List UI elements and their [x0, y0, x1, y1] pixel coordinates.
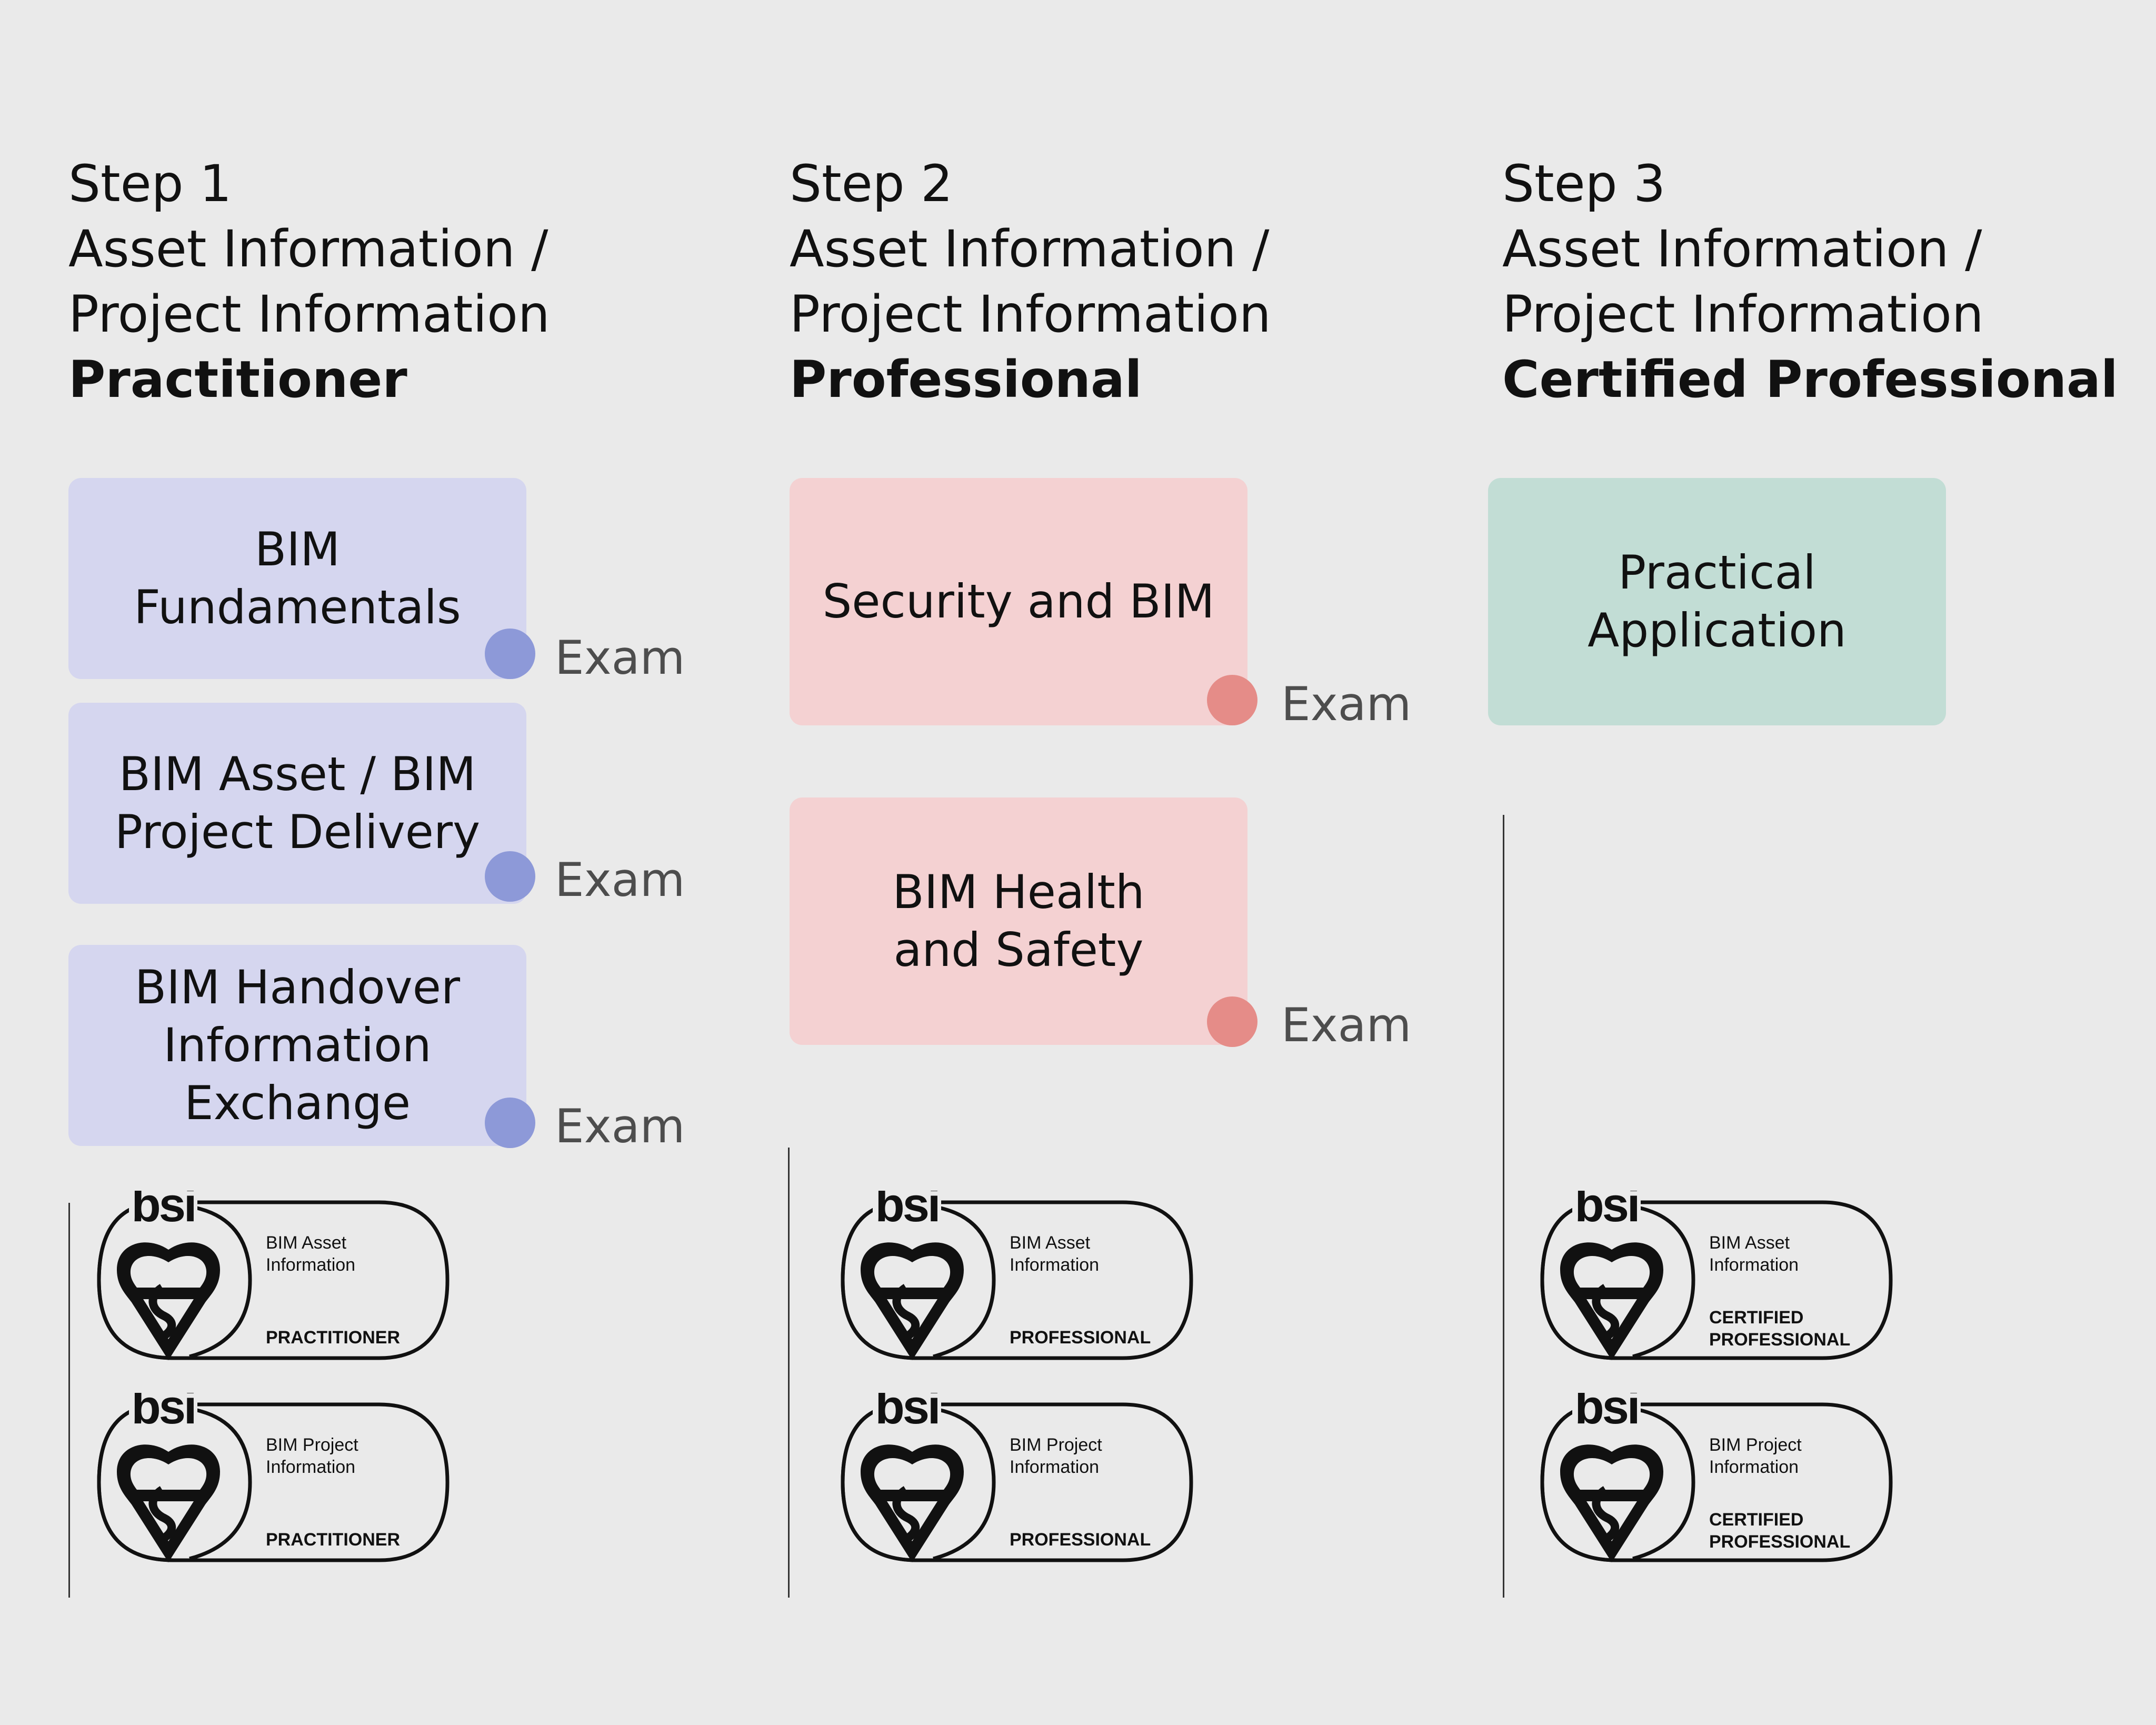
connector-line: [1503, 815, 1504, 1598]
module-name: Security and BIM: [822, 574, 1215, 629]
badge-line1: BIM Asset: [266, 1233, 347, 1253]
module-bim-fundamentals: BIM Fundamentals: [68, 478, 526, 679]
bsi-badge-project-certified-professional: bsi BIM Project Information CERTIFIED PR…: [1528, 1393, 1907, 1582]
module-bim-asset-project-delivery: BIM Asset / BIM Project Delivery: [68, 703, 526, 904]
badge-line2: Information: [266, 1255, 356, 1275]
svg-text:bsi: bsi: [875, 1393, 939, 1434]
badge-line1: BIM Asset: [1010, 1233, 1091, 1253]
bsi-kitemark-icon: bsi: [841, 1191, 1193, 1360]
svg-text:bsi: bsi: [132, 1191, 195, 1232]
step-title-line1: Asset Information /: [790, 220, 1270, 278]
svg-text:bsi: bsi: [1575, 1191, 1639, 1232]
exam-dot: [485, 629, 535, 679]
step-level: Practitioner: [68, 350, 407, 409]
module-bim-health-and-safety: BIM Health and Safety: [790, 797, 1247, 1045]
exam-label: Exam: [1281, 677, 1412, 731]
badge-line2: Information: [1709, 1457, 1799, 1477]
step-1-header: Step 1 Asset Information / Project Infor…: [68, 151, 753, 412]
bsi-kitemark-icon: bsi: [1540, 1191, 1893, 1360]
exam-dot: [1207, 996, 1257, 1047]
module-security-and-bim: Security and BIM: [790, 478, 1247, 725]
module-name: BIM Health and Safety: [892, 865, 1145, 977]
bsi-badge-asset-certified-professional: bsi BIM Asset Information CERTIFIED PROF…: [1528, 1191, 1907, 1380]
badge-line2: Information: [1010, 1457, 1100, 1477]
module-practical-application: Practical Application: [1488, 478, 1946, 725]
badge-level: PRACTITIONER: [266, 1328, 400, 1348]
module-name: BIM Asset / BIM Project Delivery: [114, 747, 481, 859]
step-label: Step 1: [68, 154, 232, 213]
bsi-kitemark-icon: bsi: [97, 1191, 450, 1360]
badge-level: CERTIFIED PROFESSIONAL: [1709, 1510, 1851, 1552]
badge-line2: Information: [1709, 1255, 1799, 1275]
badge-line1: BIM Project: [266, 1435, 358, 1455]
step-title-line2: Project Information: [1502, 285, 1984, 344]
svg-text:bsi: bsi: [875, 1191, 939, 1232]
bsi-kitemark-icon: bsi: [1540, 1393, 1893, 1562]
svg-text:bsi: bsi: [1575, 1393, 1639, 1434]
svg-text:bsi: bsi: [132, 1393, 195, 1434]
bsi-badge-project-practitioner: bsi BIM Project Information PRACTITIONER: [84, 1393, 463, 1582]
module-bim-handover-information-exchange: BIM Handover Information Exchange: [68, 945, 526, 1146]
exam-label: Exam: [555, 631, 685, 685]
bsi-badge-asset-practitioner: bsi BIM Asset Information PRACTITIONER: [84, 1191, 463, 1380]
badge-line1: BIM Asset: [1709, 1233, 1790, 1253]
badge-level: PROFESSIONAL: [1010, 1530, 1151, 1550]
exam-label: Exam: [555, 853, 685, 907]
badge-line2: Information: [1010, 1255, 1100, 1275]
exam-dot: [485, 1098, 535, 1148]
bsi-kitemark-icon: bsi: [841, 1393, 1193, 1562]
badge-line1: BIM Project: [1709, 1435, 1802, 1455]
module-name: BIM Handover Information Exchange: [134, 960, 461, 1130]
badge-level: CERTIFIED PROFESSIONAL: [1709, 1308, 1851, 1350]
module-name: Practical Application: [1588, 545, 1846, 657]
bsi-badge-asset-professional: bsi BIM Asset Information PROFESSIONAL: [828, 1191, 1207, 1380]
exam-label: Exam: [555, 1099, 685, 1153]
exam-dot: [485, 851, 535, 902]
badge-line1: BIM Project: [1010, 1435, 1102, 1455]
module-name: BIM Fundamentals: [134, 522, 461, 634]
step-2-header: Step 2 Asset Information / Project Infor…: [790, 151, 1474, 412]
step-level: Professional: [790, 350, 1142, 409]
badge-line2: Information: [266, 1457, 356, 1477]
connector-line: [788, 1148, 790, 1598]
step-title-line1: Asset Information /: [68, 220, 548, 278]
step-title-line2: Project Information: [790, 285, 1271, 344]
step-title-line2: Project Information: [68, 285, 550, 344]
bsi-kitemark-icon: bsi: [97, 1393, 450, 1562]
step-level: Certified Professional: [1502, 350, 2118, 409]
badge-level: PRACTITIONER: [266, 1530, 400, 1550]
connector-line: [68, 1203, 70, 1598]
step-label: Step 2: [790, 154, 953, 213]
step-3-header: Step 3 Asset Information / Project Infor…: [1502, 151, 2156, 412]
exam-dot: [1207, 675, 1257, 725]
step-title-line1: Asset Information /: [1502, 220, 1982, 278]
exam-label: Exam: [1281, 998, 1412, 1052]
bsi-badge-project-professional: bsi BIM Project Information PROFESSIONAL: [828, 1393, 1207, 1582]
step-label: Step 3: [1502, 154, 1666, 213]
badge-level: PROFESSIONAL: [1010, 1328, 1151, 1348]
